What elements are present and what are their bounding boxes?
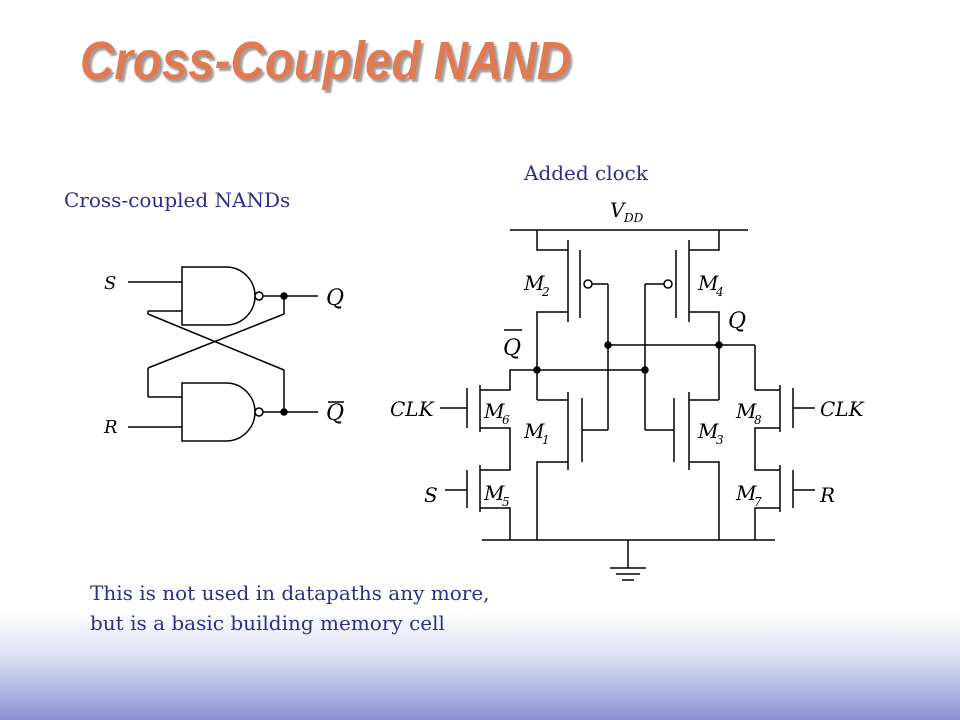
footnote-line-2: but is a basic building memory cell [90,611,445,635]
m3-subscript: 3 [716,433,724,447]
vdd-subscript: DD [623,211,644,225]
gate-output-q: Q [326,286,344,311]
m6-subscript: 6 [502,413,510,427]
m7-subscript: 7 [754,495,762,509]
m3-label: M [697,419,719,443]
m2-subscript: 2 [541,285,550,299]
gate-input-r: R [103,417,118,438]
nand-gate-bottom [181,382,256,442]
clk-left-label: CLK [390,397,435,421]
right-caption: Added clock [524,161,649,185]
m8-subscript: 8 [754,413,762,427]
m1-subscript: 1 [542,433,550,447]
m2-label: M [523,271,545,295]
m5-label: M [483,481,505,505]
footnote-line-1: This is not used in datapaths any more, [90,581,490,605]
input-s-label: S [424,483,438,507]
nand-gate-top [181,266,256,326]
gate-input-s: S [104,273,116,294]
clk-right-label: CLK [820,397,865,421]
bubble-bottom [254,407,264,417]
m1-label: M [523,419,545,443]
gate-output-qbar: Q [326,401,344,426]
footnote: This is not used in datapaths any more, … [90,578,490,638]
node-qbar-label: Q [503,336,521,361]
m8-label: M [735,399,757,423]
slide-title: Cross-Coupled NAND [80,31,572,91]
input-r-label: R [819,483,835,507]
m6-label: M [483,399,505,423]
nand-latch-diagram [128,266,318,442]
m7-label: M [735,481,757,505]
node-q-label: Q [728,309,746,334]
m4-subscript: 4 [715,285,724,299]
m4-label: M [697,271,719,295]
bubble-top [254,291,264,301]
left-caption: Cross-coupled NANDs [64,188,291,212]
transistor-circuit [440,229,815,581]
m5-subscript: 5 [502,495,510,509]
vdd-label: V [610,198,627,222]
